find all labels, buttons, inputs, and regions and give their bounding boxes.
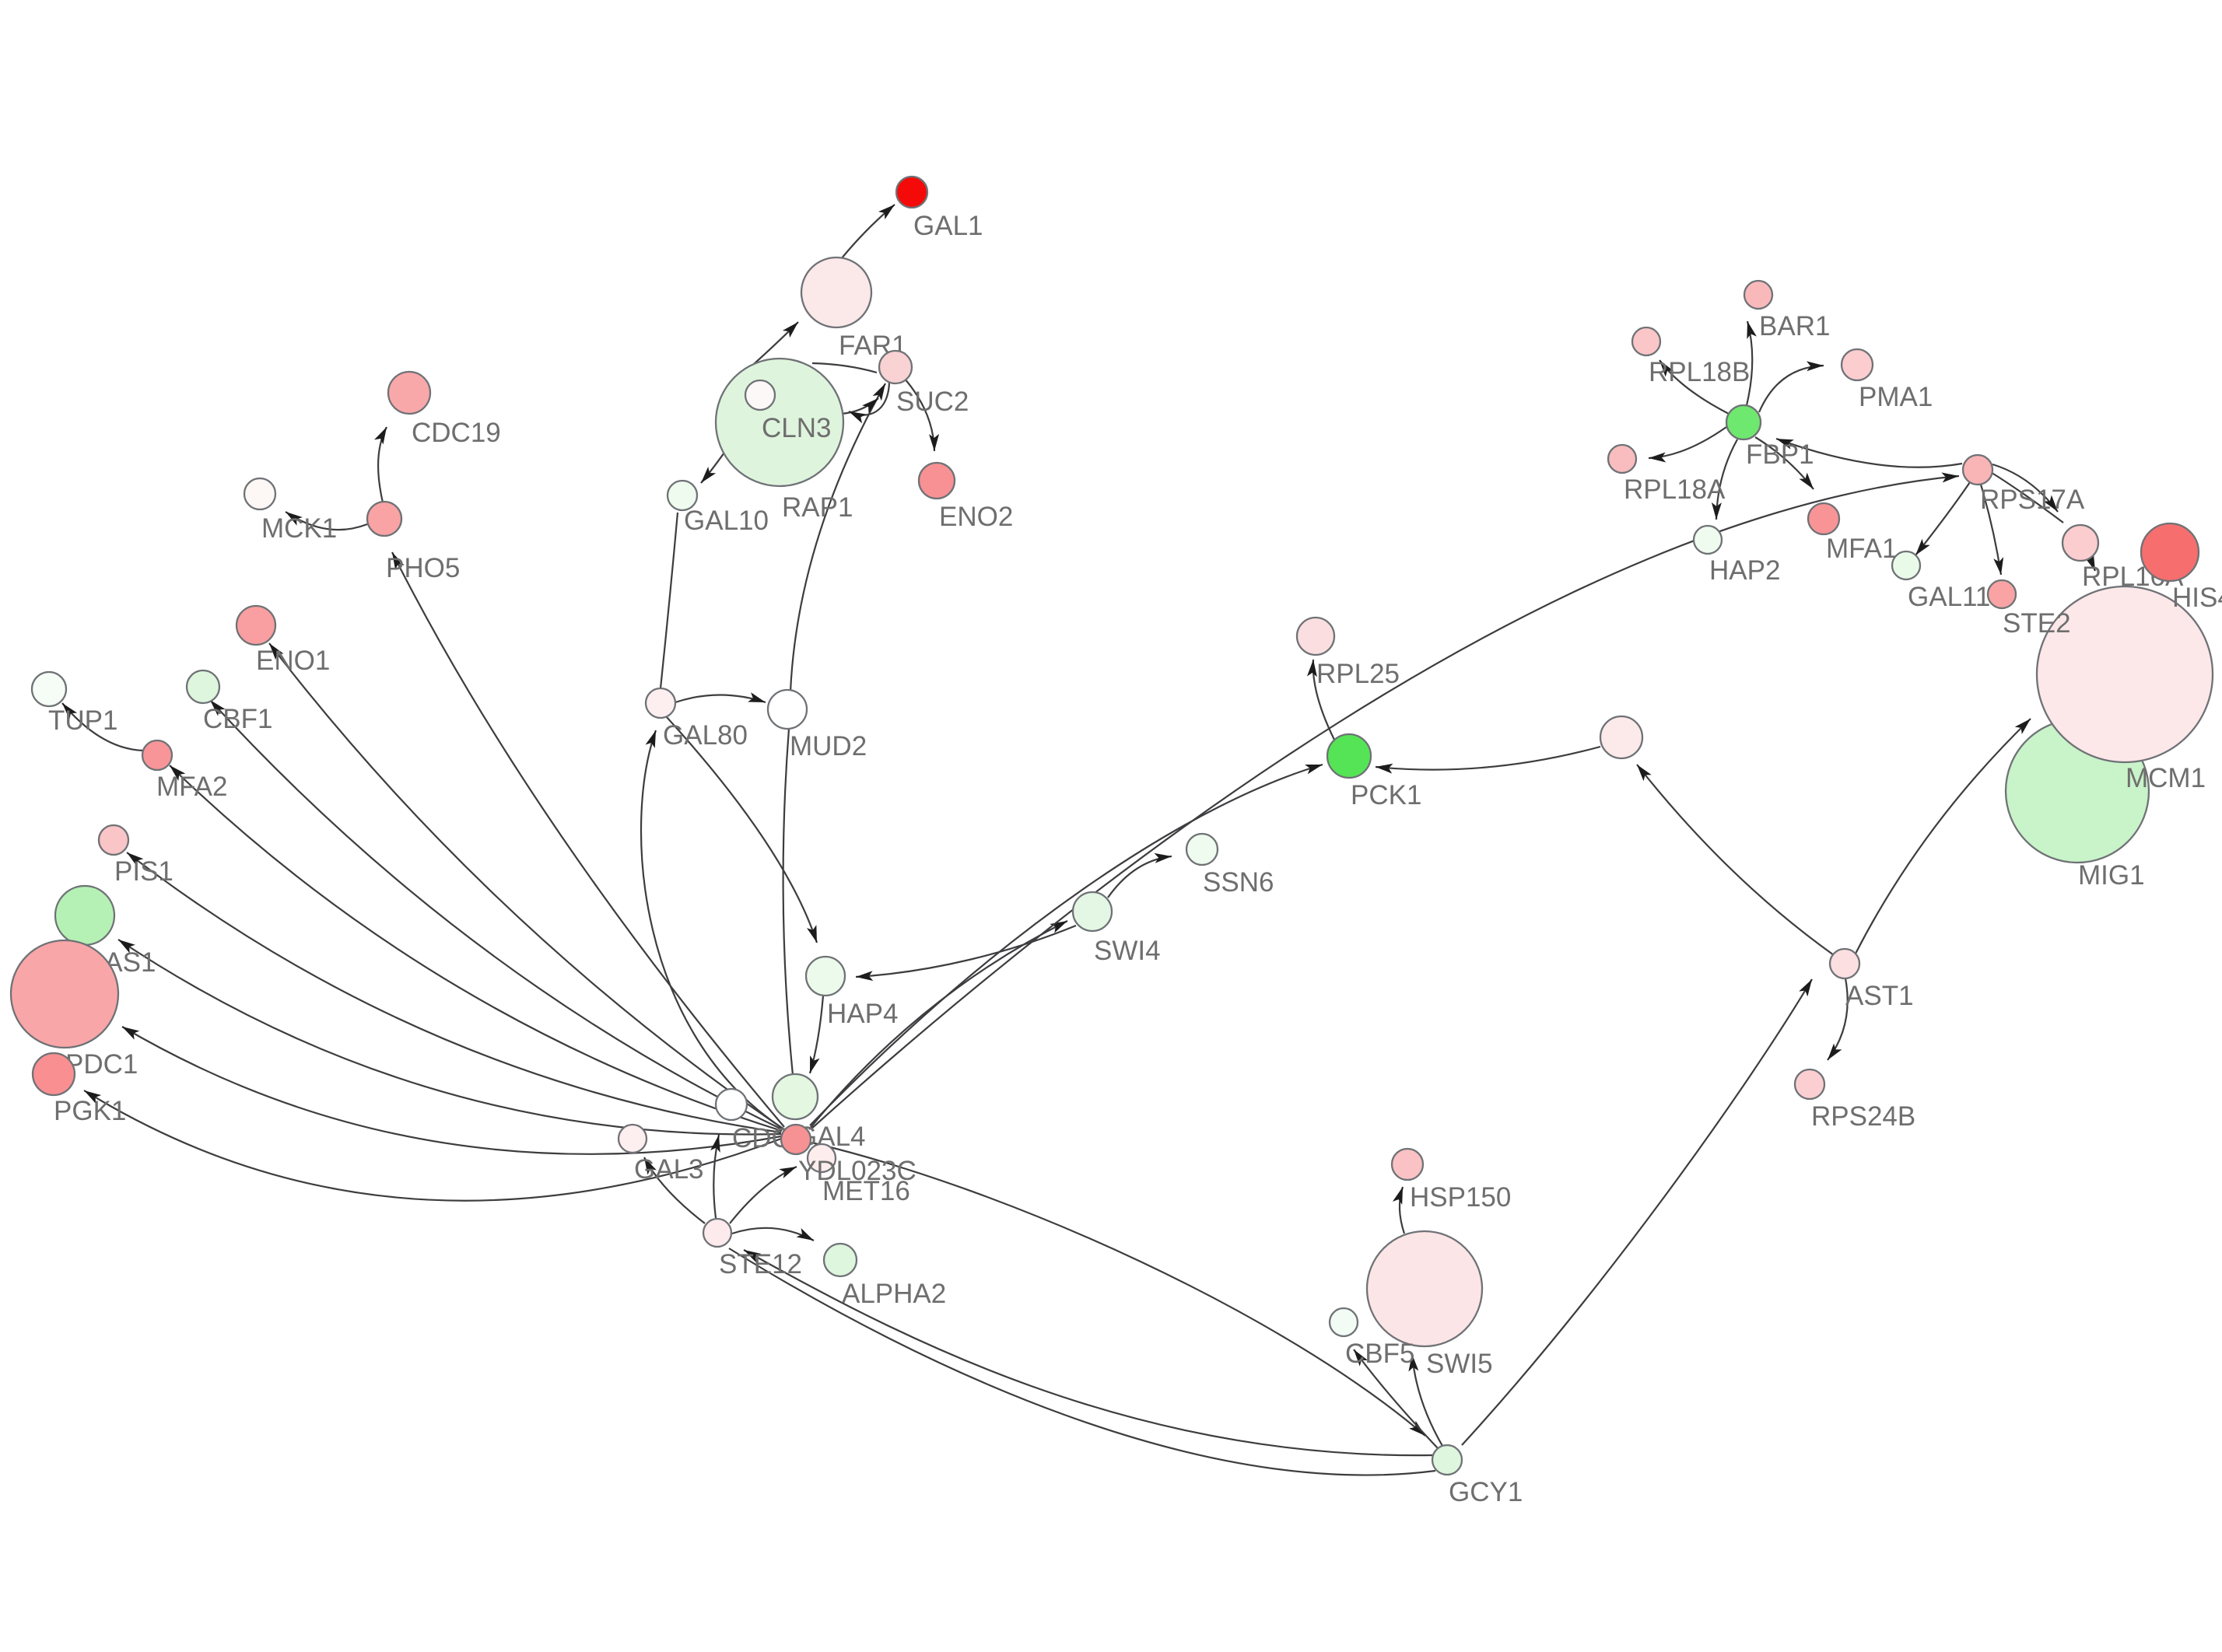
svg-text:GAL11: GAL11 bbox=[1908, 582, 1990, 612]
svg-text:AST1: AST1 bbox=[1845, 981, 1914, 1011]
svg-text:GAL3: GAL3 bbox=[634, 1154, 704, 1185]
svg-text:RPS24B: RPS24B bbox=[1811, 1101, 1915, 1132]
svg-text:MCK1: MCK1 bbox=[261, 513, 337, 544]
svg-text:GAL80: GAL80 bbox=[663, 720, 748, 751]
svg-text:RAP1: RAP1 bbox=[782, 492, 853, 523]
svg-text:SSN6: SSN6 bbox=[1203, 867, 1274, 898]
svg-text:YDL023C: YDL023C bbox=[798, 1156, 916, 1186]
svg-text:PCK1: PCK1 bbox=[1351, 780, 1421, 810]
svg-text:HAP4: HAP4 bbox=[827, 999, 898, 1029]
svg-text:MIG1: MIG1 bbox=[2078, 860, 2145, 891]
svg-text:FBP1: FBP1 bbox=[1746, 439, 1814, 470]
svg-text:MUD2: MUD2 bbox=[790, 731, 867, 761]
svg-text:ENO1: ENO1 bbox=[256, 646, 330, 676]
svg-text:MCM1: MCM1 bbox=[2126, 763, 2206, 793]
svg-text:HIS4: HIS4 bbox=[2172, 583, 2222, 613]
svg-text:GAL10: GAL10 bbox=[684, 506, 769, 536]
svg-text:HAP2: HAP2 bbox=[1709, 555, 1780, 586]
svg-text:CDC19: CDC19 bbox=[412, 418, 501, 448]
svg-text:SWI4: SWI4 bbox=[1094, 936, 1161, 966]
svg-text:PDC1: PDC1 bbox=[65, 1049, 138, 1080]
svg-text:CBF1: CBF1 bbox=[203, 704, 272, 734]
svg-text:PHO5: PHO5 bbox=[386, 553, 460, 583]
svg-text:TUP1: TUP1 bbox=[48, 705, 117, 736]
svg-text:PIS1: PIS1 bbox=[114, 856, 173, 887]
svg-text:GCY1: GCY1 bbox=[1449, 1477, 1523, 1507]
svg-text:PMA1: PMA1 bbox=[1859, 382, 1933, 412]
svg-text:RPS17A: RPS17A bbox=[1980, 485, 2085, 515]
svg-text:STE2: STE2 bbox=[2003, 608, 2071, 639]
svg-text:ENO2: ENO2 bbox=[939, 502, 1013, 532]
svg-text:RPL18A: RPL18A bbox=[1624, 474, 1726, 505]
svg-text:STE12: STE12 bbox=[719, 1249, 802, 1279]
svg-text:SUC2: SUC2 bbox=[896, 387, 969, 417]
svg-text:HSP150: HSP150 bbox=[1410, 1182, 1511, 1213]
svg-text:RPL25: RPL25 bbox=[1316, 659, 1400, 689]
svg-text:PGK1: PGK1 bbox=[54, 1096, 126, 1126]
svg-text:CBF5: CBF5 bbox=[1345, 1339, 1414, 1369]
svg-text:ALPHA2: ALPHA2 bbox=[842, 1279, 946, 1309]
svg-text:RPL18B: RPL18B bbox=[1649, 357, 1750, 387]
svg-text:GAL1: GAL1 bbox=[913, 211, 983, 241]
svg-text:MFA2: MFA2 bbox=[156, 772, 227, 802]
svg-text:SWI5: SWI5 bbox=[1426, 1349, 1493, 1379]
svg-text:CLN3: CLN3 bbox=[762, 413, 831, 443]
svg-text:MFA1: MFA1 bbox=[1826, 534, 1897, 564]
svg-text:BAR1: BAR1 bbox=[1759, 311, 1830, 341]
svg-text:MET16: MET16 bbox=[822, 1176, 910, 1206]
